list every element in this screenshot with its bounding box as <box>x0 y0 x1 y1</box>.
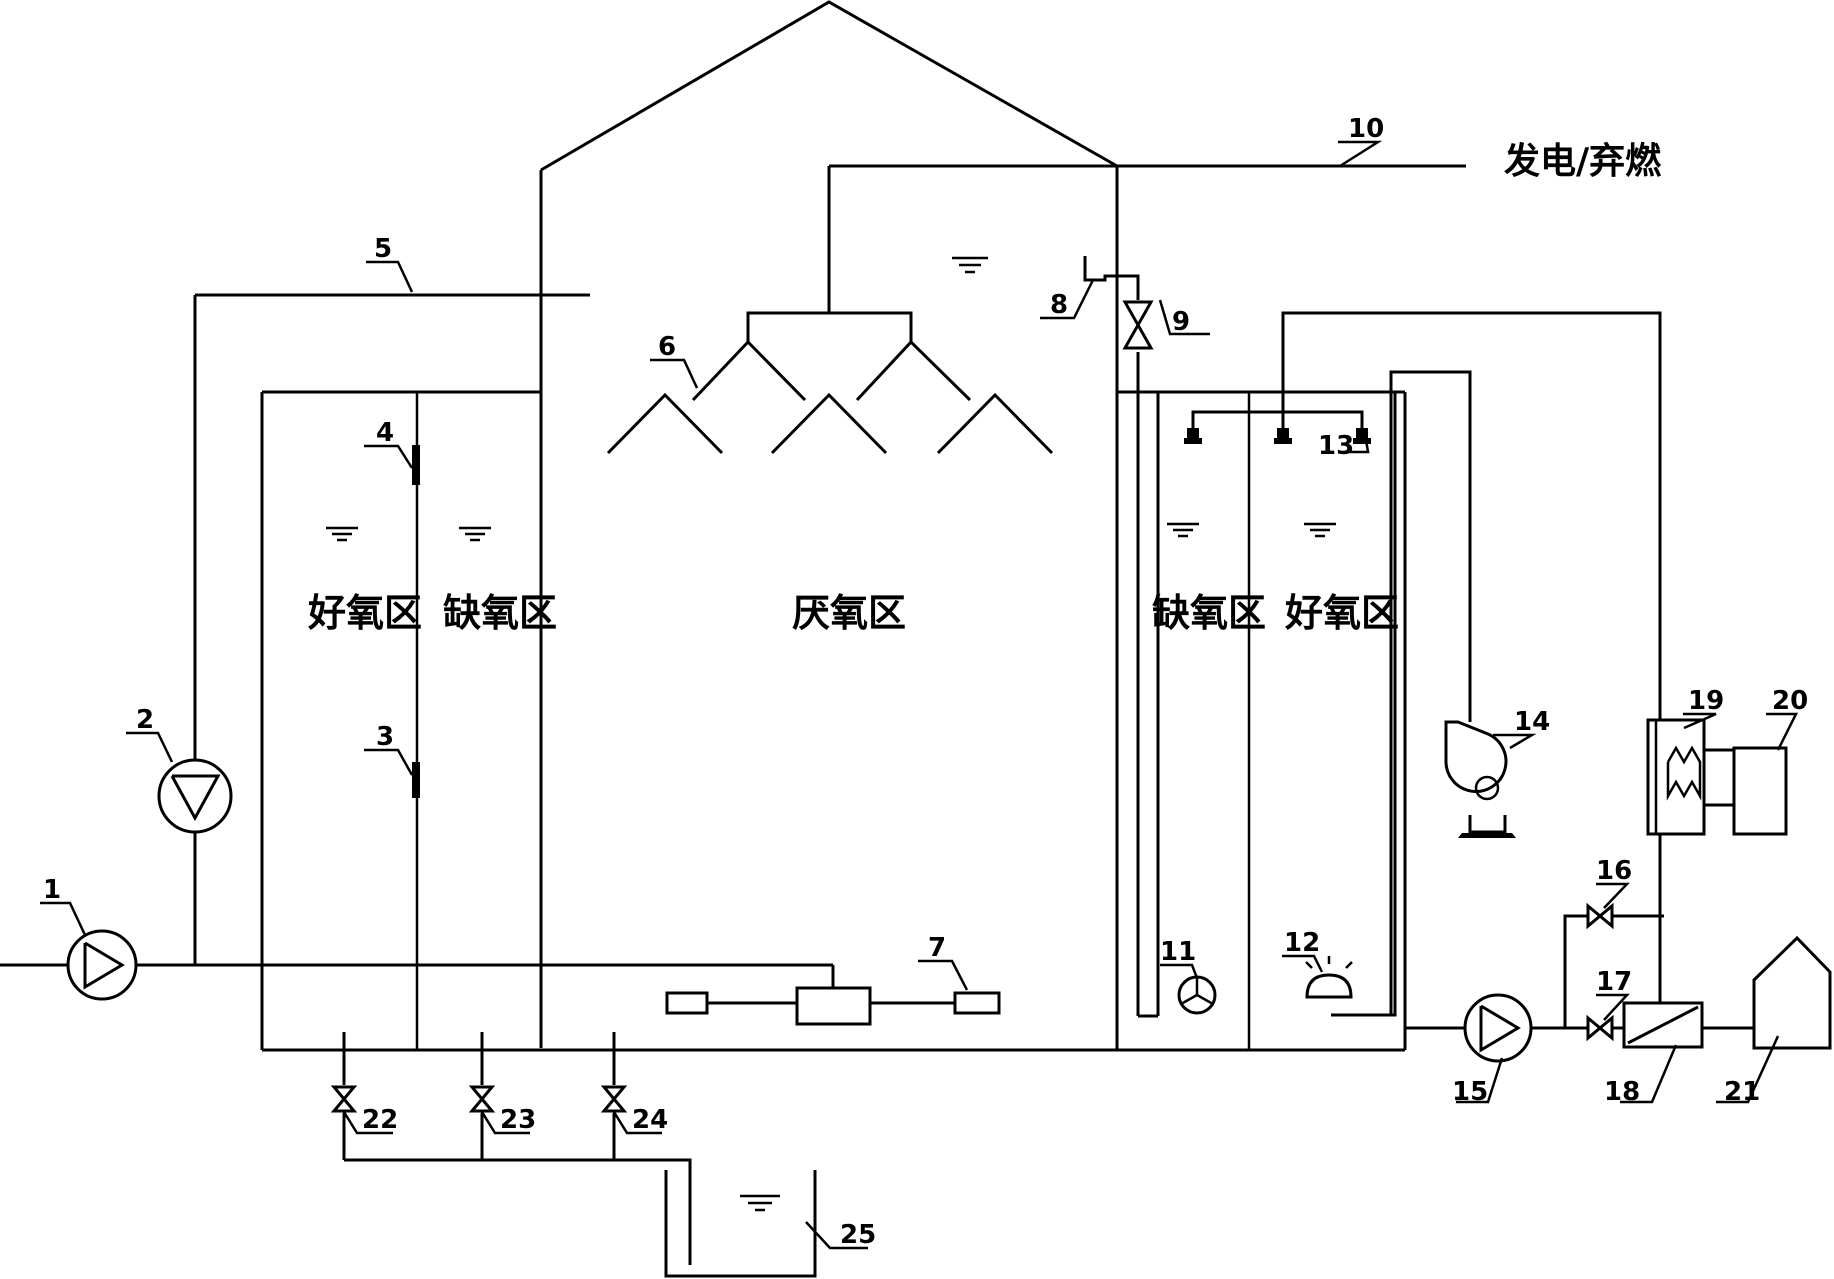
label-22: 22 <box>362 1105 398 1135</box>
label-1: 1 <box>43 875 61 905</box>
label-3: 3 <box>376 722 394 752</box>
label-4: 4 <box>376 418 394 448</box>
valve-23 <box>468 1085 496 1113</box>
label-11: 11 <box>1160 937 1196 967</box>
label-20: 20 <box>1772 686 1808 716</box>
gas-destination-label: 发电/弃燃 <box>1504 141 1662 182</box>
label-16: 16 <box>1596 856 1632 886</box>
valve-22 <box>330 1085 358 1113</box>
valve-9 <box>1122 300 1154 350</box>
valve-17 <box>1586 1014 1614 1042</box>
recycle-pump <box>157 758 233 834</box>
zone-anaerobic: 厌氧区 <box>792 591 906 635</box>
label-24: 24 <box>632 1105 668 1135</box>
zone-left-aerobic: 好氧区 <box>307 591 422 635</box>
zone-right-anoxic: 缺氧区 <box>1152 591 1266 635</box>
zone-left-anoxic: 缺氧区 <box>443 591 557 635</box>
sensor-4 <box>412 445 420 485</box>
generator-unit <box>1732 746 1788 836</box>
label-5: 5 <box>374 234 392 264</box>
outlet-pump <box>1463 993 1533 1063</box>
label-9: 9 <box>1172 307 1190 337</box>
label-23: 23 <box>500 1105 536 1135</box>
label-10: 10 <box>1348 114 1384 144</box>
label-12: 12 <box>1284 928 1320 958</box>
biogas-outlet-pipe <box>827 164 1466 313</box>
product-tank <box>1752 935 1832 1050</box>
valve-24 <box>600 1085 628 1113</box>
blower <box>1389 370 1516 1015</box>
sludge-tank <box>664 1170 817 1278</box>
drain-pipes <box>342 1032 692 1265</box>
nozzle-b <box>1274 428 1292 444</box>
inlet-pump <box>66 929 138 1001</box>
reactor-outline <box>260 0 1407 1052</box>
label-21: 21 <box>1724 1077 1760 1107</box>
water-level-symbols <box>326 256 1336 1212</box>
label-8: 8 <box>1050 290 1068 320</box>
overflow-weir <box>1083 256 1160 1018</box>
water-distributor <box>665 986 1001 1026</box>
three-phase-separator <box>606 311 1054 455</box>
valve-16 <box>1586 902 1614 930</box>
membrane-module <box>1622 1001 1754 1049</box>
aerator <box>1305 392 1397 1017</box>
inlet-pipe <box>0 963 835 988</box>
recycle-pipe <box>193 293 590 965</box>
label-6: 6 <box>658 332 676 362</box>
label-14: 14 <box>1514 707 1550 737</box>
label-18: 18 <box>1604 1077 1640 1107</box>
mixer <box>1177 975 1217 1015</box>
nozzle-a <box>1184 428 1202 444</box>
leader-lines <box>40 140 1799 1250</box>
spray-header <box>1184 311 1662 720</box>
label-13: 13 <box>1318 431 1354 461</box>
sensor-3 <box>412 762 420 798</box>
heat-exchanger <box>1646 718 1734 836</box>
bypass-pipe <box>1563 834 1664 1030</box>
zone-right-aerobic: 好氧区 <box>1284 591 1399 635</box>
label-7: 7 <box>928 933 946 963</box>
label-25: 25 <box>840 1220 876 1250</box>
nozzle-c <box>1353 428 1371 444</box>
label-15: 15 <box>1452 1077 1488 1107</box>
label-19: 19 <box>1688 686 1724 716</box>
label-2: 2 <box>136 705 154 735</box>
label-17: 17 <box>1596 967 1632 997</box>
